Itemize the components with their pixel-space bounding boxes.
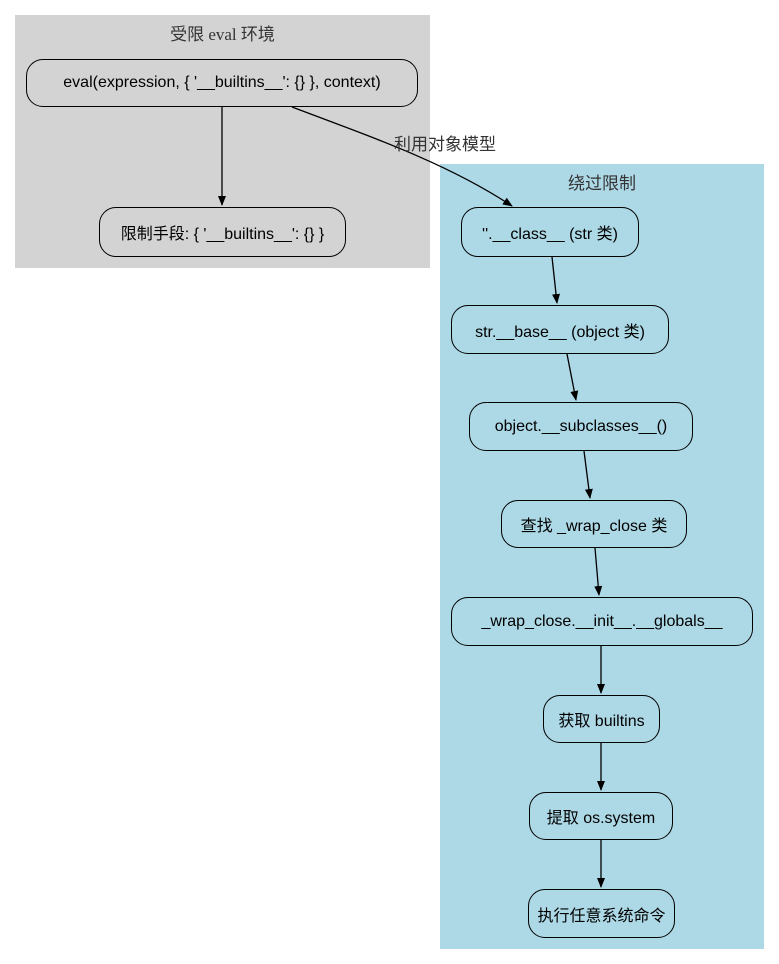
edge-subclasses-to-find (583, 450, 593, 499)
node-eval-call: eval(expression, { '__builtins__': {} },… (26, 59, 418, 107)
node-find-wrap-close: 查找 _wrap_close 类 (501, 500, 687, 548)
node-wrap-globals: _wrap_close.__init__.__globals__ (451, 597, 753, 646)
node-restriction: 限制手段: { '__builtins__': {} } (99, 207, 346, 257)
edge-label-exploit: 利用对象模型 (394, 135, 496, 154)
node-str-base: str.__base__ (object 类) (451, 305, 669, 354)
cluster-bypass-title: 绕过限制 (568, 174, 636, 193)
cluster-restricted-eval-title: 受限 eval 环境 (170, 25, 275, 44)
edge-str-class-to-base (551, 256, 561, 304)
node-exec-command: 执行任意系统命令 (528, 889, 675, 938)
edge-eval-to-str-class (291, 106, 513, 207)
node-str-class: ''.__class__ (str 类) (461, 207, 639, 257)
edge-base-to-subclasses (566, 353, 579, 401)
node-os-system: 提取 os.system (529, 792, 673, 840)
edge-find-to-globals (594, 547, 603, 596)
node-subclasses: object.__subclasses__() (469, 402, 693, 451)
node-get-builtins: 获取 builtins (543, 695, 660, 743)
